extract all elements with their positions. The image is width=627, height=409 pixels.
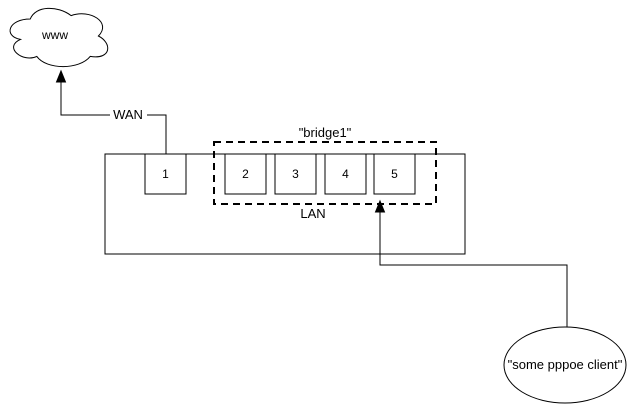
port-2: 2 — [224, 153, 267, 195]
router-ports: 1 2 3 4 5 — [144, 153, 416, 195]
pppoe-link-line — [379, 212, 568, 327]
port-5-box — [373, 153, 416, 195]
port-2-label: 2 — [242, 167, 249, 181]
pppoe-client-ellipse — [503, 326, 627, 404]
bridge1-label: "bridge1" — [299, 125, 352, 140]
port-3: 3 — [274, 153, 317, 195]
internet-cloud: www — [9, 7, 109, 67]
port-4-label: 4 — [342, 167, 349, 181]
port-5: 5 — [373, 153, 416, 195]
port-5-label: 5 — [391, 167, 398, 181]
port-4-box — [324, 153, 367, 195]
wan-label: WAN — [113, 107, 143, 122]
bridge1-dashed-box — [213, 141, 437, 205]
port-1: 1 — [144, 153, 187, 195]
pppoe-link — [374, 199, 568, 327]
lan-label: LAN — [300, 206, 325, 221]
pppoe-client: "some pppoe client" — [503, 326, 627, 404]
port-4: 4 — [324, 153, 367, 195]
wan-arrow-head-icon — [55, 69, 67, 83]
cloud-label: www — [41, 28, 68, 42]
wan-link: WAN — [55, 69, 167, 154]
port-1-box — [144, 153, 187, 195]
wan-label-background — [110, 108, 147, 122]
bridge1-group: "bridge1" LAN — [213, 125, 437, 221]
port-3-box — [274, 153, 317, 195]
port-2-box — [224, 153, 267, 195]
pppoe-client-label: "some pppoe client" — [508, 357, 623, 372]
cloud-shape-icon — [9, 7, 109, 67]
port-3-label: 3 — [292, 167, 299, 181]
pppoe-arrow-head-icon — [374, 199, 386, 213]
port-1-label: 1 — [162, 167, 169, 181]
